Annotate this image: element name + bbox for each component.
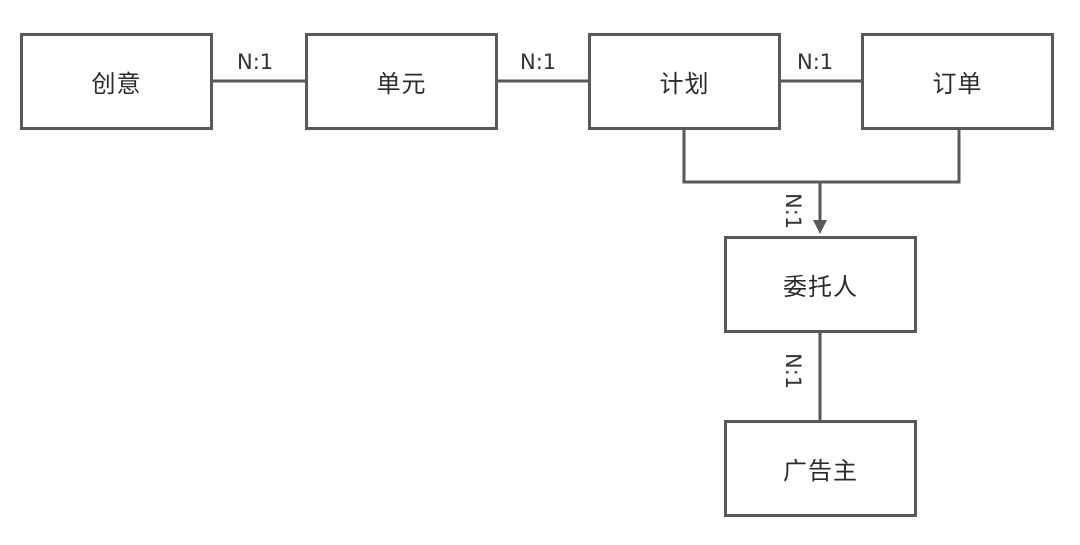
relation-label-to-client: N:1 — [781, 193, 805, 230]
entity-unit: 单元 — [305, 33, 498, 130]
entity-advertiser: 广告主 — [724, 420, 917, 517]
entity-label: 创意 — [91, 70, 142, 98]
relation-label-client-advertiser: N:1 — [781, 353, 805, 390]
entity-label: 广告主 — [783, 457, 858, 485]
arrowhead-icon — [813, 220, 827, 234]
relation-label-creative-unit: N:1 — [237, 50, 274, 74]
relation-label-plan-order: N:1 — [797, 50, 834, 74]
entity-client: 委托人 — [724, 236, 917, 333]
entity-creative: 创意 — [20, 33, 213, 130]
entity-label: 单元 — [376, 70, 427, 98]
entity-order: 订单 — [861, 33, 1054, 130]
entity-label: 委托人 — [783, 273, 858, 301]
entity-label: 订单 — [932, 70, 983, 98]
relation-label-unit-plan: N:1 — [520, 50, 557, 74]
connector-plan-order-bracket — [682, 130, 961, 184]
entity-plan: 计划 — [588, 33, 781, 130]
entity-label: 计划 — [659, 70, 710, 98]
